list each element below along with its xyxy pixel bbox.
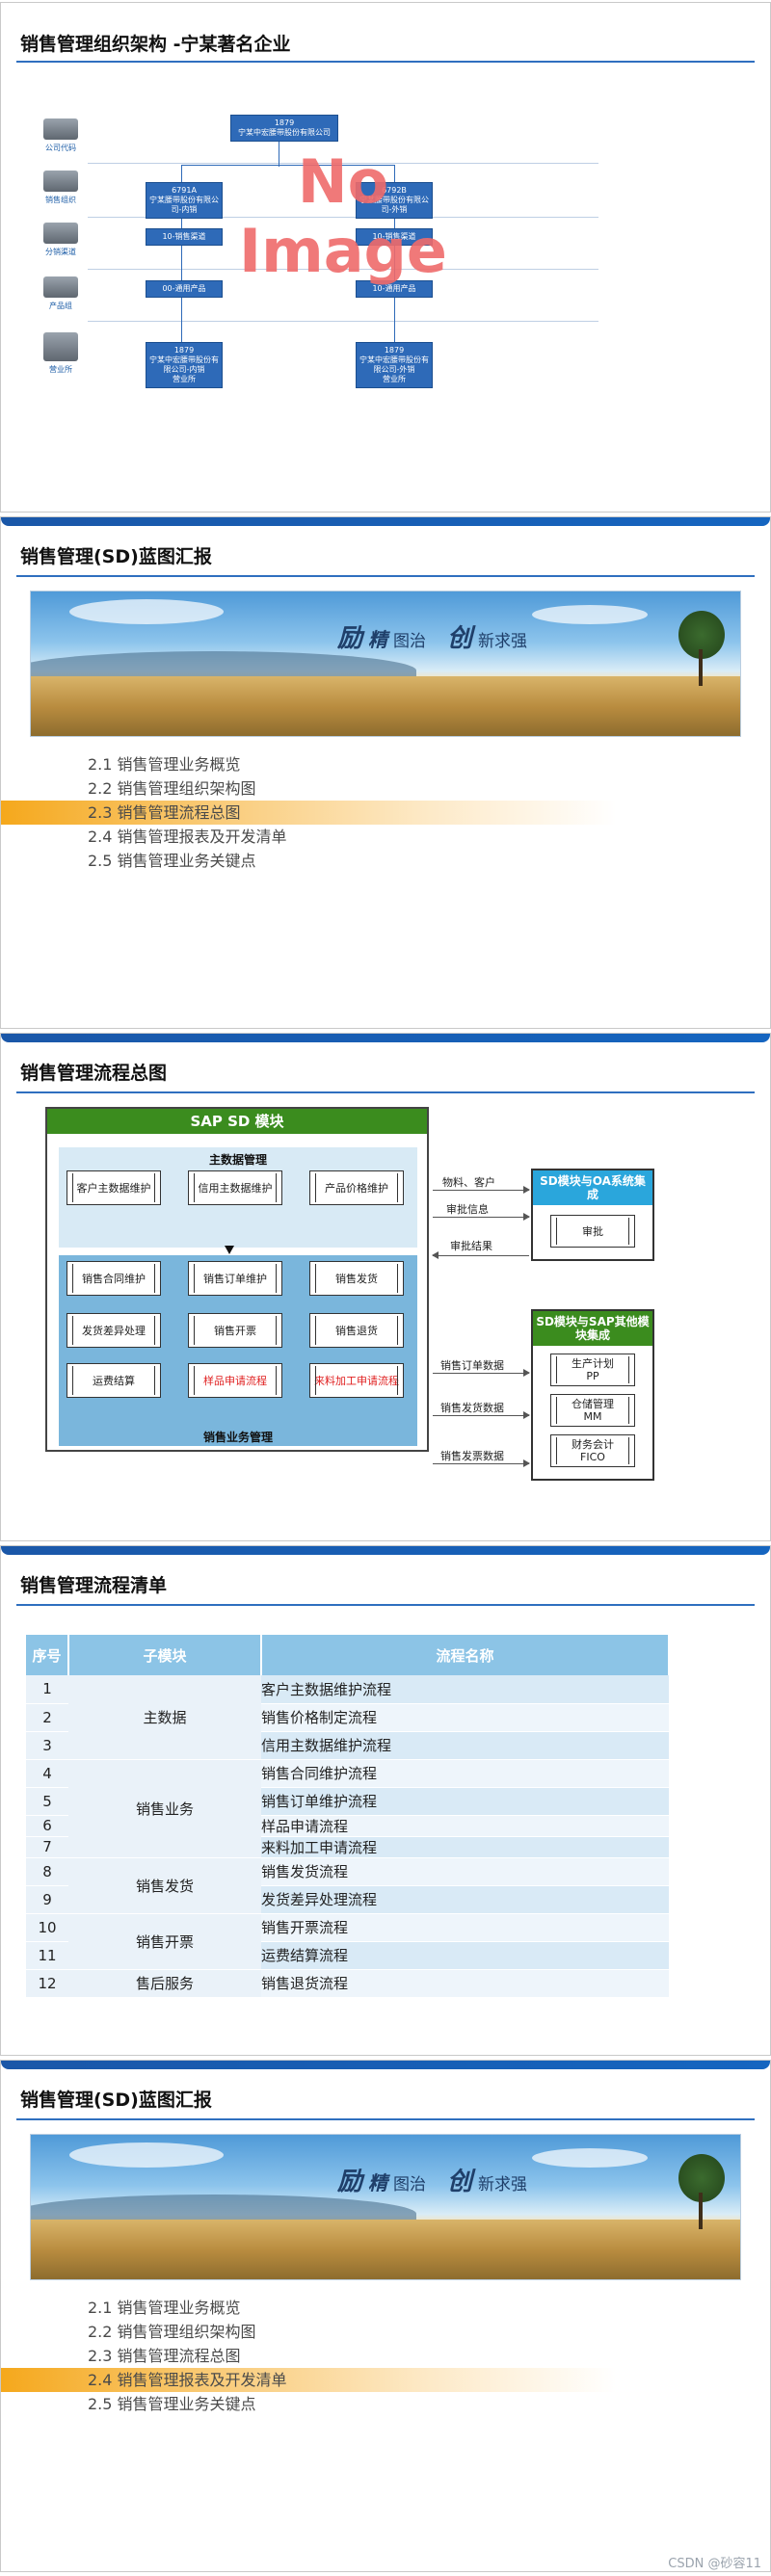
title-underline xyxy=(16,1604,755,1606)
flow-label: 审批结果 xyxy=(450,1238,492,1253)
slide-title: 销售管理流程清单 xyxy=(20,1571,167,1597)
slide-blueprint-toc-2: 销售管理(SD)蓝图汇报 励精图治创新求强 2.1 销售管理业务概览 2.2 销… xyxy=(0,2060,771,2572)
process-box[interactable]: 销售退货 xyxy=(309,1313,404,1348)
toc-item[interactable]: 2.1 销售管理业务概览 xyxy=(1,752,770,776)
company-code-icon: 公司代码 xyxy=(40,118,82,153)
slide-title: 销售管理组织架构 -宁某著名企业 xyxy=(20,30,291,56)
slide-title: 销售管理(SD)蓝图汇报 xyxy=(20,2086,212,2112)
table-row[interactable]: 12 售后服务 销售退货流程 xyxy=(26,1969,669,1997)
table-row[interactable]: 1 主数据 客户主数据维护流程 xyxy=(26,1675,669,1703)
process-box[interactable]: 信用主数据维护 xyxy=(188,1170,282,1205)
title-underline xyxy=(16,2118,755,2120)
flow-label: 销售发票数据 xyxy=(440,1448,504,1463)
table-row[interactable]: 10 销售开票 销售开票流程 xyxy=(26,1913,669,1941)
toc-item[interactable]: 2.4 销售管理报表及开发清单 xyxy=(1,825,770,849)
product-group-icon: 产品组 xyxy=(40,276,82,311)
guide-line xyxy=(88,321,598,322)
sales-org-icon: 销售组织 xyxy=(40,171,82,205)
slide-org-structure: 销售管理组织架构 -宁某著名企业 公司代码 销售组织 分销渠道 产品组 营业所 xyxy=(0,2,771,513)
column-header: 序号 xyxy=(26,1635,68,1675)
toc-list: 2.1 销售管理业务概览 2.2 销售管理组织架构图 2.3 销售管理流程总图 … xyxy=(1,752,770,873)
product-group-left-box: 00-通用产品 xyxy=(146,280,223,298)
toc-item[interactable]: 2.2 销售管理组织架构图 xyxy=(1,2320,770,2344)
slide-top-band xyxy=(1,517,770,526)
sap-sd-header: SAP SD 模块 xyxy=(47,1109,427,1134)
arrow-left-icon xyxy=(433,1255,529,1256)
process-box-highlight[interactable]: 来料加工申请流程 xyxy=(309,1363,404,1398)
toc-item[interactable]: 2.2 销售管理组织架构图 xyxy=(1,776,770,801)
arrow-down-icon xyxy=(225,1246,234,1254)
toc-list: 2.1 销售管理业务概览 2.2 销售管理组织架构图 2.3 销售管理流程总图 … xyxy=(1,2296,770,2416)
process-table: 序号 子模块 流程名称 1 主数据 客户主数据维护流程 2 销售价格制定流程 3… xyxy=(26,1635,670,1998)
slide-title: 销售管理(SD)蓝图汇报 xyxy=(20,542,212,568)
process-box[interactable]: 客户主数据维护 xyxy=(66,1170,161,1205)
column-header: 子模块 xyxy=(68,1635,261,1675)
toc-item-active[interactable]: 2.3 销售管理流程总图 xyxy=(1,801,770,825)
arrow-right-icon xyxy=(433,1217,529,1218)
flow-label: 物料、客户 xyxy=(442,1174,495,1190)
oa-integration-box: SD模块与OA系统集成 审批 xyxy=(531,1169,654,1261)
process-box[interactable]: 销售开票 xyxy=(188,1313,282,1348)
slide-title: 销售管理流程总图 xyxy=(20,1059,167,1085)
title-underline xyxy=(16,1091,755,1093)
slide-blueprint-toc-1: 销售管理(SD)蓝图汇报 励精图治创新求强 2.1 销售管理业务概览 2.2 销… xyxy=(0,516,771,1029)
banner-image: 励精图治创新求强 xyxy=(30,591,741,737)
flow-label: 销售发货数据 xyxy=(440,1400,504,1415)
flow-label: 审批信息 xyxy=(446,1201,489,1217)
table-row[interactable]: 4 销售业务 销售合同维护流程 xyxy=(26,1759,669,1787)
toc-item[interactable]: 2.5 销售管理业务关键点 xyxy=(1,849,770,873)
toc-item-active[interactable]: 2.4 销售管理报表及开发清单 xyxy=(1,2368,770,2392)
slide-top-band xyxy=(1,1546,770,1555)
toc-item[interactable]: 2.3 销售管理流程总图 xyxy=(1,2344,770,2368)
process-box[interactable]: 运费结算 xyxy=(66,1363,161,1398)
no-image-placeholder: No Image xyxy=(223,147,464,286)
toc-item[interactable]: 2.1 销售管理业务概览 xyxy=(1,2296,770,2320)
title-underline xyxy=(16,61,755,63)
process-box[interactable]: 发货差异处理 xyxy=(66,1313,161,1348)
watermark-credit: CSDN @砂容11 xyxy=(668,2553,761,2571)
sap-sd-module: SAP SD 模块 主数据管理 客户主数据维护 信用主数据维护 产品价格维护 销… xyxy=(45,1107,429,1452)
slide-top-band xyxy=(1,2061,770,2069)
sales-office-icon: 营业所 xyxy=(40,332,82,375)
slide-process-list: 销售管理流程清单 序号 子模块 流程名称 1 主数据 客户主数据维护流程 2 销… xyxy=(0,1545,771,2056)
banner-motto: 励精图治创新求强 xyxy=(337,2162,548,2197)
process-box-highlight[interactable]: 样品申请流程 xyxy=(188,1363,282,1398)
process-box[interactable]: 销售发货 xyxy=(309,1261,404,1296)
arrow-right-icon xyxy=(433,1190,529,1191)
distribution-channel-icon: 分销渠道 xyxy=(40,223,82,257)
slide-process-overview: 销售管理流程总图 SAP SD 模块 主数据管理 客户主数据维护 信用主数据维护… xyxy=(0,1033,771,1541)
toc-item[interactable]: 2.5 销售管理业务关键点 xyxy=(1,2392,770,2416)
channel-left-box: 10-销售渠道 xyxy=(146,228,223,246)
process-box[interactable]: 销售订单维护 xyxy=(188,1261,282,1296)
process-box[interactable]: 产品价格维护 xyxy=(309,1170,404,1205)
flow-label: 销售订单数据 xyxy=(440,1357,504,1373)
process-box[interactable]: 销售合同维护 xyxy=(66,1261,161,1296)
table-header-row: 序号 子模块 流程名称 xyxy=(26,1635,669,1675)
column-header: 流程名称 xyxy=(261,1635,669,1675)
approval-box[interactable]: 审批 xyxy=(550,1215,635,1248)
arrow-right-icon xyxy=(433,1463,529,1464)
business-panel: 销售合同维护 销售订单维护 销售发货 发货差异处理 销售开票 销售退货 运费结算… xyxy=(59,1255,417,1446)
banner-motto: 励精图治创新求强 xyxy=(337,618,548,654)
table-row[interactable]: 8 销售发货 销售发货流程 xyxy=(26,1857,669,1885)
banner-image: 励精图治创新求强 xyxy=(30,2134,741,2280)
arrow-right-icon xyxy=(433,1373,529,1374)
title-underline xyxy=(16,575,755,577)
arrow-right-icon xyxy=(433,1415,529,1416)
slide-top-band xyxy=(1,1034,770,1042)
master-data-panel: 主数据管理 客户主数据维护 信用主数据维护 产品价格维护 xyxy=(59,1147,417,1248)
